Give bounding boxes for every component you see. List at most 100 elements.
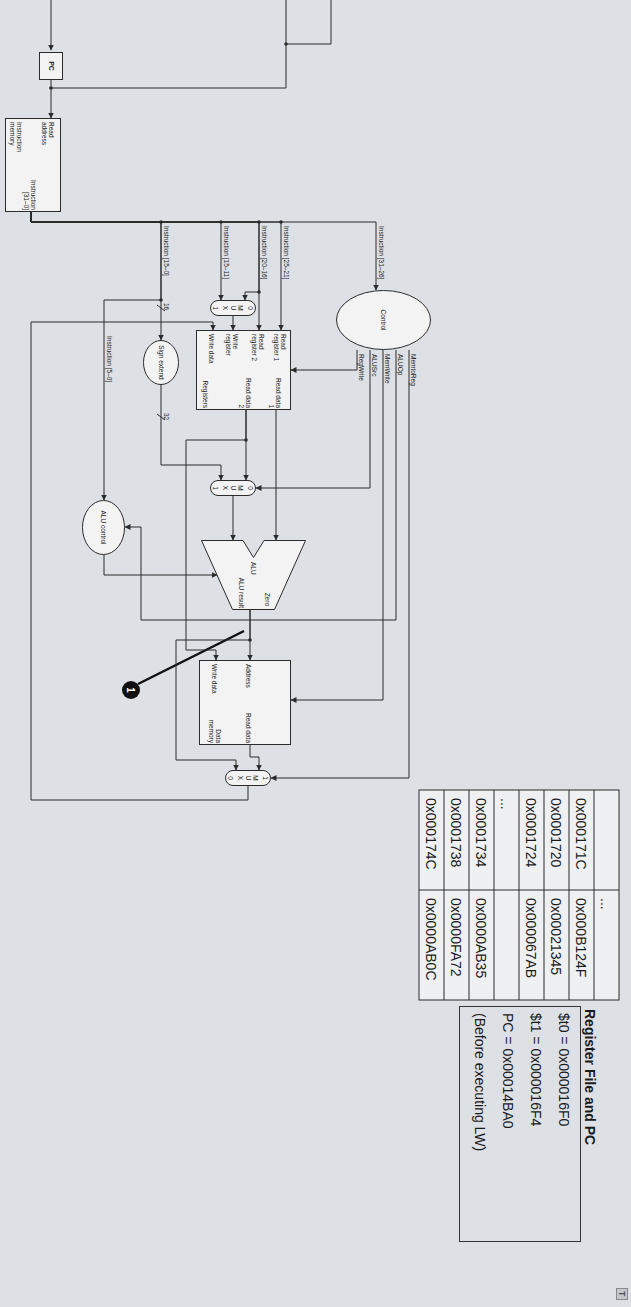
alu-shape bbox=[202, 541, 306, 610]
node-text: Read address bbox=[41, 122, 55, 162]
node-text: Zero bbox=[264, 584, 271, 606]
node-text: 0 bbox=[247, 485, 254, 492]
wire-connector bbox=[233, 316, 234, 330]
wire-connector bbox=[250, 745, 259, 770]
control-unit: Control bbox=[336, 290, 431, 350]
signal-label: Instruction [15–0] bbox=[163, 226, 170, 276]
wire-connector bbox=[51, 80, 52, 118]
signal-label: RegWrite bbox=[358, 354, 365, 381]
wire bbox=[286, 0, 331, 44]
wire-connector bbox=[233, 496, 234, 540]
wire bbox=[51, 0, 286, 88]
table-cell: 0x0000AB35 bbox=[473, 898, 489, 978]
alu-outline bbox=[201, 540, 306, 610]
table-cell: 0x0001734 bbox=[473, 798, 489, 867]
callout-circle bbox=[122, 681, 140, 699]
wire-connector bbox=[31, 212, 259, 330]
ellipse-shape bbox=[83, 501, 125, 555]
node-text: Read data bbox=[245, 705, 252, 743]
table-grid bbox=[419, 790, 619, 1000]
node-text: Instruction memory bbox=[9, 122, 23, 166]
mux-shape bbox=[211, 301, 256, 316]
node-text: Control bbox=[380, 307, 387, 334]
mux-shape bbox=[211, 481, 256, 496]
instruction-memory: Read addressInstruction [31–0]Instructio… bbox=[5, 118, 61, 212]
wire-connector bbox=[31, 212, 161, 500]
table-cell: 0x0000AB0C bbox=[423, 898, 439, 981]
node-text: M U X bbox=[222, 305, 243, 312]
signal-label: Instruction [15–11] bbox=[223, 226, 230, 279]
table-cell: ... bbox=[498, 798, 514, 810]
signal-label: Instruction [20–16] bbox=[261, 226, 268, 279]
signal-label: ALUOp bbox=[397, 354, 404, 375]
node-text: Data memory bbox=[208, 705, 222, 743]
memory-table bbox=[419, 790, 619, 1000]
signal-label: Instruction [5–0] bbox=[106, 336, 113, 382]
node-text: ALU bbox=[250, 562, 257, 582]
node-text: Instruction [31–0] bbox=[23, 167, 37, 210]
wire-connector bbox=[31, 212, 221, 300]
table-cell: 0x000B124F bbox=[573, 898, 589, 977]
alu-control: ALU control bbox=[82, 500, 125, 555]
sign-extend: Sign extend bbox=[143, 340, 179, 385]
callout-number: 1 bbox=[122, 681, 140, 699]
ellipse-shape bbox=[337, 291, 431, 350]
bus-width: 16 bbox=[163, 303, 170, 310]
bus-width: 32 bbox=[163, 413, 170, 420]
register-value: PC = 0x00014BA0 bbox=[494, 1013, 522, 1235]
ellipse-shape bbox=[144, 341, 179, 385]
wire-connector bbox=[31, 212, 281, 330]
table-cell: 0x00021345 bbox=[548, 898, 564, 975]
table-cell: 0x0001720 bbox=[548, 798, 564, 867]
table-cell: 0x000067AB bbox=[523, 898, 539, 978]
signal-label: MemtoReg bbox=[410, 354, 417, 386]
node-text: 0 bbox=[227, 775, 234, 782]
pc-register: PC bbox=[39, 52, 63, 80]
mux: 0M U X1 bbox=[210, 300, 256, 316]
register-value: (Before executing LW) bbox=[466, 1013, 494, 1235]
data-memory: Address Write dataRead data Data memory bbox=[199, 660, 291, 745]
node-text: Registers bbox=[202, 373, 209, 408]
signal-label: MemWrite bbox=[384, 354, 391, 384]
node-text: 1 bbox=[212, 485, 219, 492]
table-cell: 0x0001738 bbox=[448, 798, 464, 867]
mux: 0 M U X1 bbox=[210, 480, 256, 496]
node-text: 1 bbox=[262, 775, 269, 782]
mux: 1 M U X0 bbox=[225, 770, 271, 786]
register-file: Read register 1Read register 2Write regi… bbox=[196, 330, 291, 410]
node-text: Sign extend bbox=[157, 342, 164, 382]
alu: ALU Zero ALU result bbox=[201, 540, 306, 610]
wire-connector bbox=[31, 212, 376, 290]
table-cell: 0x000171C bbox=[573, 798, 589, 870]
panel-box: $t0 = 0x000016F0$t1 = 0x000016F4PC = 0x0… bbox=[459, 1006, 581, 1242]
wire-connector bbox=[276, 410, 277, 540]
wire bbox=[51, 0, 52, 50]
table-cell: 0x0001724 bbox=[523, 798, 539, 867]
wire-connector bbox=[291, 350, 357, 370]
wire-connector bbox=[291, 350, 383, 700]
signal-label: Instruction [31–26] bbox=[378, 226, 385, 279]
table-cell: ... bbox=[598, 898, 614, 910]
node-text: M U X bbox=[222, 485, 243, 492]
register-panel: Register File and PC$t0 = 0x000016F0$t1 … bbox=[459, 1006, 598, 1242]
junction-dot bbox=[284, 42, 288, 46]
node-text: Address bbox=[245, 664, 252, 702]
node-text: Read data 1 bbox=[268, 373, 282, 408]
mux-shape bbox=[226, 771, 271, 786]
signal-label: Instruction [25–21] bbox=[283, 226, 290, 279]
node-text: 0 bbox=[247, 305, 254, 312]
node-text: ALU result bbox=[238, 576, 245, 608]
wire-connector bbox=[31, 212, 259, 300]
node-text: Read data 2 bbox=[238, 373, 252, 408]
node-text: 1 bbox=[126, 687, 137, 693]
node-text: M U X bbox=[237, 775, 258, 782]
node-text: ALU control bbox=[100, 508, 107, 548]
node-text: Write data bbox=[208, 334, 215, 372]
node-text: Write register bbox=[225, 334, 239, 372]
table-cell: 0x000174C bbox=[423, 798, 439, 870]
panel-heading: Register File and PC bbox=[582, 1006, 598, 1242]
wire-connector bbox=[186, 410, 246, 660]
node-text: Write data bbox=[211, 664, 218, 702]
signal-label: ALUSrc bbox=[371, 354, 378, 376]
